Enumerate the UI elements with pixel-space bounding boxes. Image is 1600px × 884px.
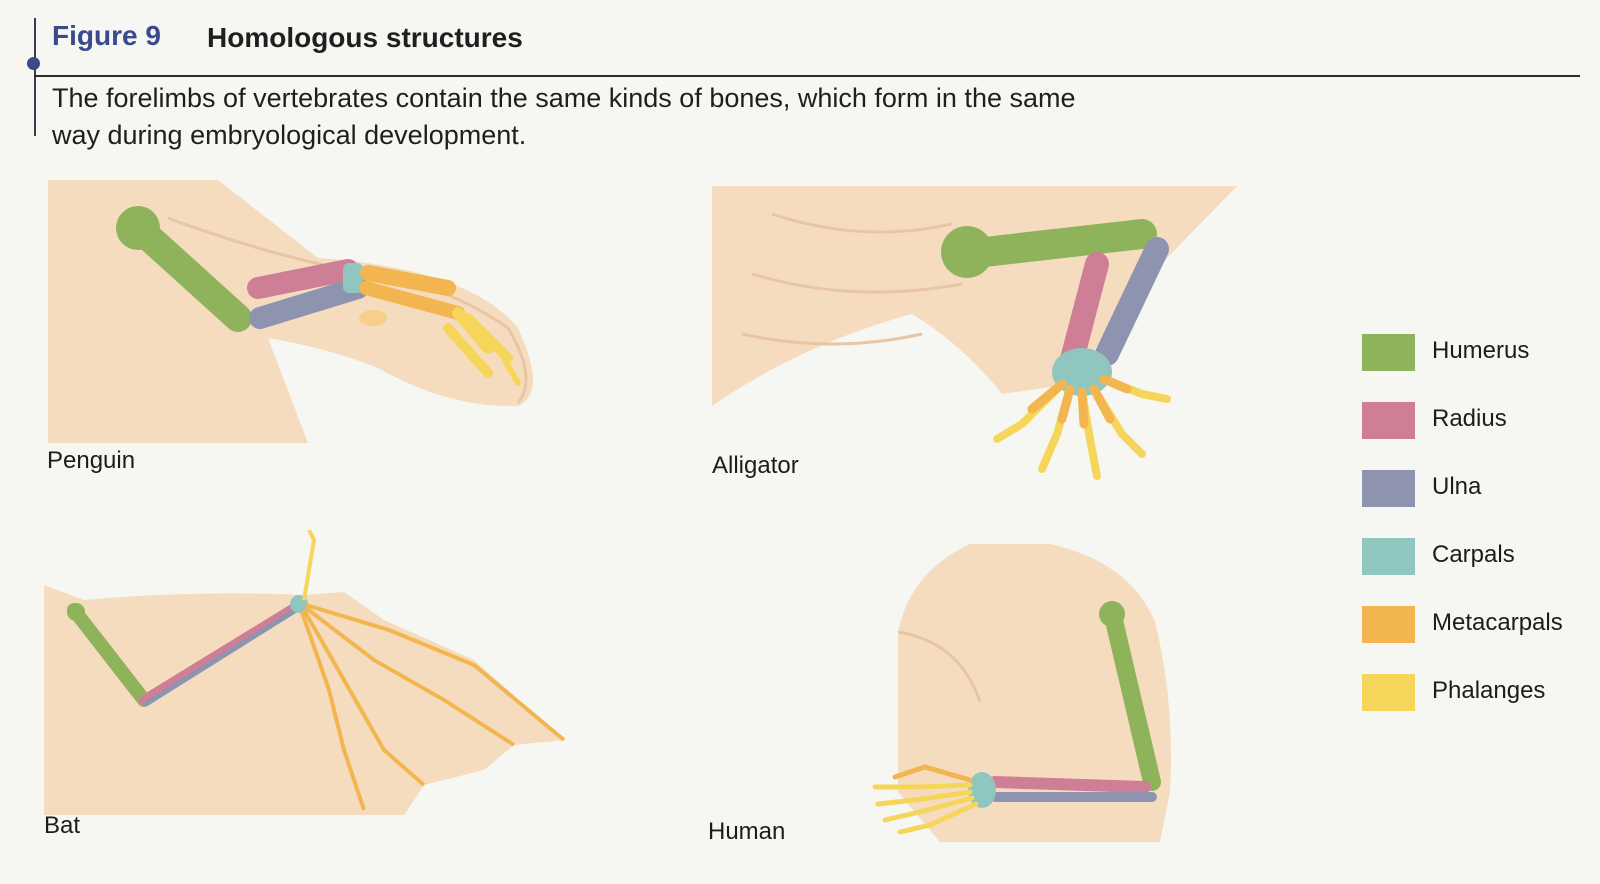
- legend-swatch: [1362, 470, 1415, 507]
- legend-label: Humerus: [1432, 337, 1530, 364]
- legend-label: Metacarpals: [1432, 609, 1563, 636]
- bat-illustration: [44, 530, 574, 820]
- legend-label: Radius: [1432, 405, 1507, 432]
- legend-item-radius: Radius: [1362, 402, 1592, 442]
- legend-item-ulna: Ulna: [1362, 470, 1592, 510]
- header-accent-bar: [34, 18, 36, 136]
- legend-swatch: [1362, 606, 1415, 643]
- legend-item-metacarpals: Metacarpals: [1362, 606, 1592, 646]
- legend-item-humerus: Humerus: [1362, 334, 1592, 374]
- legend-label: Ulna: [1432, 473, 1482, 500]
- header-accent-dot: [27, 57, 40, 70]
- legend-item-carpals: Carpals: [1362, 538, 1592, 578]
- alligator-illustration: [712, 184, 1242, 494]
- alligator-label: Alligator: [712, 452, 799, 479]
- figure-number: Figure 9: [52, 20, 161, 51]
- legend-swatch: [1362, 402, 1415, 439]
- legend-swatch: [1362, 538, 1415, 575]
- header-rule: [34, 75, 1580, 77]
- figure-title: Homologous structures: [207, 22, 523, 53]
- legend-swatch: [1362, 674, 1415, 711]
- bat-label: Bat: [44, 812, 81, 839]
- legend-label: Carpals: [1432, 541, 1515, 568]
- figure-caption: The forelimbs of vertebrates contain the…: [52, 83, 1076, 150]
- legend-swatch: [1362, 334, 1415, 371]
- legend-label: Phalanges: [1432, 677, 1546, 704]
- penguin-label: Penguin: [47, 447, 136, 474]
- human-label: Human: [708, 818, 786, 845]
- human-illustration: [870, 542, 1190, 852]
- legend-item-phalanges: Phalanges: [1362, 674, 1592, 714]
- penguin-illustration: [48, 178, 548, 443]
